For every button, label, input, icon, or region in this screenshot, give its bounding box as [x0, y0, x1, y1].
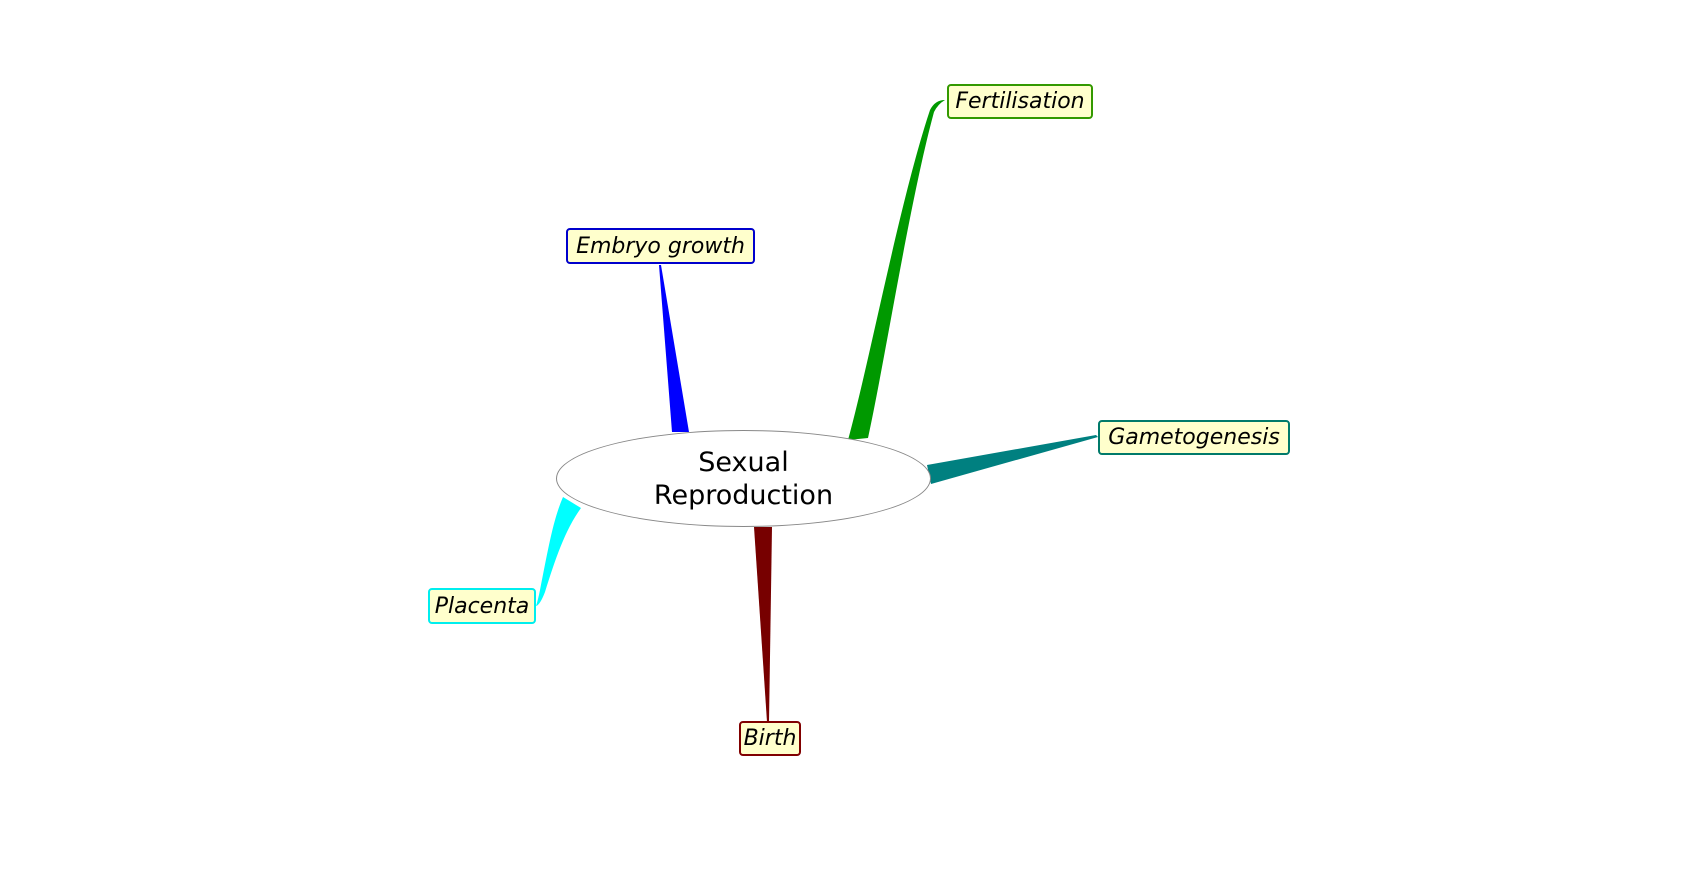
branch-fertilisation — [848, 100, 945, 440]
node-placenta[interactable]: Placenta — [428, 588, 536, 624]
node-birth[interactable]: Birth — [739, 721, 801, 756]
node-label: Embryo growth — [576, 233, 745, 259]
node-label: Birth — [743, 726, 797, 751]
central-topic-line2: Reproduction — [653, 479, 834, 511]
node-label: Fertilisation — [955, 89, 1085, 114]
node-gametogenesis[interactable]: Gametogenesis — [1098, 420, 1290, 455]
branch-placenta — [536, 497, 581, 606]
branch-birth — [754, 527, 772, 722]
node-label: Placenta — [434, 593, 530, 619]
branch-gametogenesis — [927, 435, 1098, 484]
node-label: Gametogenesis — [1108, 425, 1280, 450]
node-fertilisation[interactable]: Fertilisation — [947, 84, 1093, 119]
branch-embryo-growth — [659, 265, 689, 432]
central-topic-line1: Sexual — [698, 446, 789, 478]
node-embryo-growth[interactable]: Embryo growth — [566, 228, 755, 264]
